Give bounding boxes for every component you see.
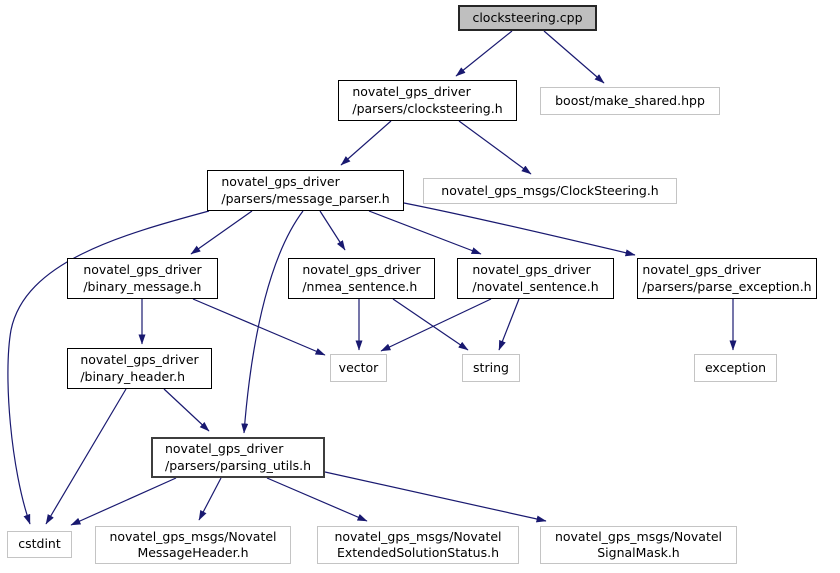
edge-parsers-message-parser-h-to-parsers-parsing-utils-h [241,210,304,434]
edge-parsers-message-parser-h-to-parsers-parse-exception-h [403,202,636,257]
edge-binary-header-h-to-cstdint [45,388,127,525]
edge-clocksteering-cpp-to-boost-make-shared-hpp [543,30,605,84]
edge-clocksteering-cpp-to-parsers-clocksteering-h [455,30,513,77]
node-boost-make-shared-hpp: boost/make_shared.hpp [540,87,720,115]
node-msgs-novatel-signal-mask-h: novatel_gps_msgs/Novatel SignalMask.h [540,526,737,564]
node-label: novatel_gps_driver /parsers/parse_except… [642,262,812,294]
node-label: novatel_gps_driver /novatel_sentence.h [472,262,599,294]
edge-parsers-message-parser-h-to-cstdint [7,210,210,525]
node-clocksteering-cpp: clocksteering.cpp [458,5,597,31]
edge-parsers-parsing-utils-h-to-msgs-novatel-extended-solution-status-h [266,477,368,522]
node-msgs-novatel-extended-solution-status-h: novatel_gps_msgs/Novatel ExtendedSolutio… [317,526,519,564]
node-label: novatel_gps_driver /parsers/message_pars… [221,174,390,206]
node-label: novatel_gps_msgs/Novatel SignalMask.h [554,528,723,560]
node-label: boost/make_shared.hpp [555,92,705,108]
node-label: novatel_gps_msgs/Novatel MessageHeader.h [109,528,277,560]
node-novatel-sentence-h[interactable]: novatel_gps_driver /novatel_sentence.h [457,258,614,299]
node-label: novatel_gps_driver /parsers/clocksteerin… [352,84,503,116]
node-binary-message-h[interactable]: novatel_gps_driver /binary_message.h [67,258,218,299]
node-parsers-parsing-utils-h[interactable]: novatel_gps_driver /parsers/parsing_util… [151,437,325,478]
node-parsers-parse-exception-h[interactable]: novatel_gps_driver /parsers/parse_except… [637,258,817,299]
node-label: novatel_gps_msgs/ClockSteering.h [441,182,659,198]
node-label: cstdint [18,536,61,552]
edge-binary-message-h-to-vector [192,298,326,356]
node-label: clocksteering.cpp [472,9,583,25]
node-label: vector [338,359,379,375]
node-label: novatel_gps_msgs/Novatel ExtendedSolutio… [334,528,502,560]
node-nmea-sentence-h[interactable]: novatel_gps_driver /nmea_sentence.h [288,258,435,299]
node-vector: vector [330,354,387,382]
node-binary-header-h[interactable]: novatel_gps_driver /binary_header.h [67,348,212,389]
node-label: novatel_gps_driver /binary_header.h [80,352,199,384]
edge-novatel-sentence-h-to-vector [380,298,492,352]
node-parsers-message-parser-h[interactable]: novatel_gps_driver /parsers/message_pars… [207,170,404,211]
node-label: exception [704,359,767,375]
node-label: novatel_gps_driver /parsers/parsing_util… [164,441,311,473]
node-parsers-clocksteering-h[interactable]: novatel_gps_driver /parsers/clocksteerin… [338,80,517,121]
node-cstdint: cstdint [7,531,72,558]
node-label: novatel_gps_driver /nmea_sentence.h [302,262,421,294]
edge-novatel-sentence-h-to-string [498,298,520,351]
edge-parsers-clocksteering-h-to-parsers-message-parser-h [340,120,392,166]
edge-parsers-clocksteering-h-to-msgs-clocksteering-h [458,120,532,175]
node-exception: exception [694,354,777,382]
edge-parsers-message-parser-h-to-binary-message-h [190,210,253,255]
node-msgs-clocksteering-h: novatel_gps_msgs/ClockSteering.h [423,178,677,204]
edge-parsers-parsing-utils-h-to-msgs-novatel-message-header-h [198,477,222,521]
node-label: novatel_gps_driver /binary_message.h [83,262,202,294]
edge-parsers-parsing-utils-h-to-cstdint [70,477,177,526]
node-msgs-novatel-message-header-h: novatel_gps_msgs/Novatel MessageHeader.h [95,526,291,564]
edge-parsers-message-parser-h-to-nmea-sentence-h [319,210,346,251]
edge-parsers-message-parser-h-to-novatel-sentence-h [368,210,482,255]
edge-nmea-sentence-h-to-string [392,298,469,351]
edge-parsers-parsing-utils-h-to-msgs-novatel-signal-mask-h [324,471,547,523]
edge-binary-header-h-to-parsers-parsing-utils-h [163,388,210,432]
node-string: string [462,354,520,382]
node-label: string [473,359,509,375]
